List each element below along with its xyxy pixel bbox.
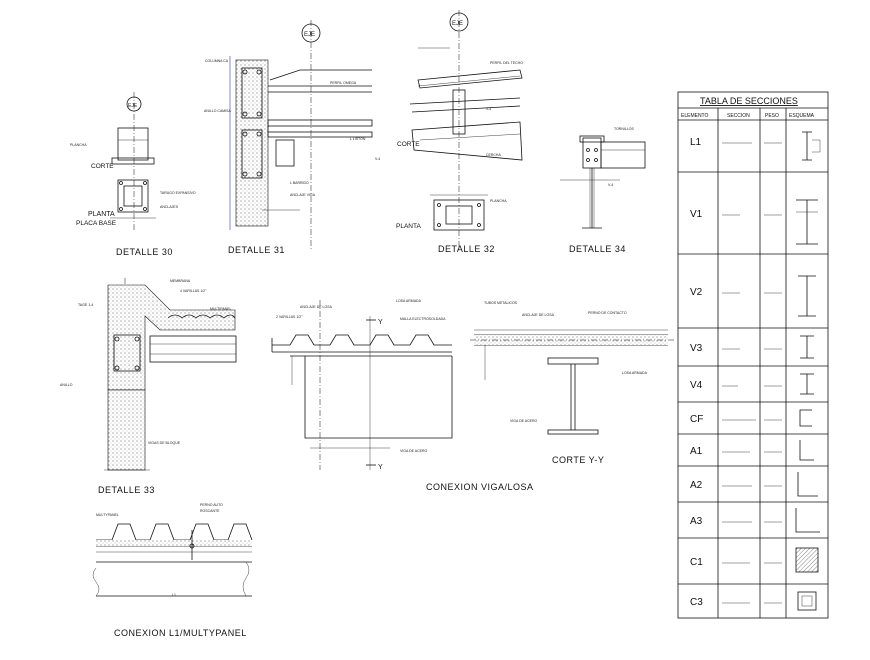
svg-text:ANILLO CAMISA: ANILLO CAMISA (204, 109, 232, 113)
section-mark-bottom: Y (378, 464, 383, 471)
detalle-32: EJE CORTE PLANTA PERFIL DEL TECHO V-4 CE… (396, 10, 523, 254)
section-sketch-v4 (800, 373, 814, 395)
svg-text:TARUGO EXPANSIVO: TARUGO EXPANSIVO (160, 191, 196, 195)
conexion-viga-losa: Y Y 2 VARILLAS 1/2" ANCLAJE DE LOSA LOSA… (271, 299, 534, 492)
svg-text:2 VARILLAS 1/2": 2 VARILLAS 1/2" (276, 315, 303, 319)
planta-label: PLANTA (396, 223, 421, 230)
svg-text:MULTYPANEL: MULTYPANEL (96, 513, 119, 517)
detalle-34-title: DETALLE 34 (569, 244, 626, 254)
axis-label: EJE (128, 103, 138, 109)
row-elemento: C1 (690, 557, 703, 568)
section-sketch-a1 (799, 440, 814, 461)
section-sketch-v2 (798, 275, 816, 317)
row-elemento: A2 (690, 480, 703, 491)
svg-text:ANILLO: ANILLO (60, 383, 73, 387)
svg-text:PERNO DE CONTACTO: PERNO DE CONTACTO (588, 311, 627, 315)
sections-table: TABLA DE SECCIONES ELEMENTO SECCION PESO… (677, 91, 829, 619)
svg-text:4 VARILLAS 1/2": 4 VARILLAS 1/2" (180, 289, 207, 293)
l1-multypanel-title: CONEXION L1/MULTYPANEL (114, 628, 247, 638)
section-sketch-c3 (797, 591, 817, 611)
svg-text:L LISTON: L LISTON (350, 137, 366, 141)
svg-text:TORNILLOS: TORNILLOS (614, 127, 634, 131)
svg-text:VIGA DE ACERO: VIGA DE ACERO (400, 449, 428, 453)
svg-text:PLANCHA: PLANCHA (490, 199, 507, 203)
corte-yy-title: CORTE Y-Y (552, 455, 604, 465)
corte-label: CORTE (397, 141, 420, 148)
svg-text:VIGA DE ACERO: VIGA DE ACERO (510, 419, 538, 423)
axis-label: EJE (452, 21, 463, 27)
row-elemento: V2 (690, 287, 703, 298)
header-esquema: ESQUEMA (789, 113, 815, 119)
svg-text:ANCLAJE DE LOSA: ANCLAJE DE LOSA (522, 313, 555, 317)
detalle-33: TAGE 1-4 MEMBRANA 4 VARILLAS 1/2" MULTIP… (60, 278, 237, 495)
svg-text:MALLA ELECTROSOLDADA: MALLA ELECTROSOLDADA (400, 317, 446, 321)
svg-text:V-4: V-4 (608, 183, 613, 187)
row-elemento: C3 (690, 597, 703, 608)
corte-label: CORTE (91, 163, 114, 170)
svg-text:TAGE 1-4: TAGE 1-4 (78, 303, 93, 307)
header-peso: PESO (765, 113, 779, 119)
svg-text:LOSA ARMADA: LOSA ARMADA (396, 299, 422, 303)
svg-text:PERFIL DEL TECHO: PERFIL DEL TECHO (490, 61, 523, 65)
detalle-30: EJE CORTE PLANTA PLACA BASE PLANCHA TARU… (70, 92, 196, 257)
axis-label: EJE (304, 32, 315, 38)
row-elemento: V4 (690, 380, 703, 391)
svg-text:ANCLAJE VIGA: ANCLAJE VIGA (290, 193, 316, 197)
row-elemento: CF (690, 414, 703, 425)
section-sketch-v3 (800, 335, 814, 359)
section-sketch-v1 (796, 199, 818, 245)
detalle-31-title: DETALLE 31 (228, 245, 285, 255)
svg-text:PERNO AUTO: PERNO AUTO (200, 503, 223, 507)
svg-text:COLUMNA CA: COLUMNA CA (205, 59, 229, 63)
concrete-node (107, 284, 236, 391)
svg-text:MULTIPANEL: MULTIPANEL (210, 307, 232, 311)
viga-losa-title: CONEXION VIGA/LOSA (426, 482, 534, 492)
svg-text:MEMBRANA: MEMBRANA (170, 279, 191, 283)
header-elemento: ELEMENTO (681, 113, 709, 119)
svg-text:V-4: V-4 (486, 107, 491, 111)
detalle-33-title: DETALLE 33 (98, 485, 155, 495)
planta-label: PLANTA (88, 211, 115, 218)
header-seccion: SECCION (727, 113, 750, 119)
table-title: TABLA DE SECCIONES (700, 96, 798, 106)
svg-text:TUBOS METALICOS: TUBOS METALICOS (484, 301, 518, 305)
svg-text:CERCHA: CERCHA (486, 153, 501, 157)
row-elemento: L1 (690, 137, 702, 148)
detalle-30-title: DETALLE 30 (116, 247, 173, 257)
section-sketch-c1 (795, 547, 819, 573)
svg-text:VIGAS DE BLOQUE: VIGAS DE BLOQUE (148, 441, 181, 445)
detalle-31: EJE COLUMNA CA ANILLO CAMISA L BARRIDO A… (204, 20, 380, 255)
svg-text:V-4: V-4 (375, 157, 380, 161)
row-elemento: A3 (690, 516, 703, 527)
section-mark-top: Y (378, 319, 383, 326)
row-elemento: V1 (690, 209, 703, 220)
svg-text:ROSCANTE: ROSCANTE (200, 509, 220, 513)
svg-text:PLANCHA: PLANCHA (70, 143, 87, 147)
corte-y-y: TUBOS METALICOS ANCLAJE DE LOSA PERNO DE… (470, 301, 676, 465)
section-sketch-l1 (802, 131, 821, 161)
row-elemento: A1 (690, 446, 703, 457)
svg-text:L BARRIDO: L BARRIDO (290, 181, 309, 185)
svg-text:L1: L1 (172, 593, 176, 597)
row-elemento: V3 (690, 343, 703, 354)
detalle-32-title: DETALLE 32 (438, 244, 495, 254)
detalle-34: TORNILLOS V-4 DETALLE 34 (560, 127, 646, 254)
svg-text:ANCLAJES: ANCLAJES (160, 205, 179, 209)
placa-base-label: PLACA BASE (76, 220, 117, 227)
svg-text:LOSA ARMADA: LOSA ARMADA (622, 371, 648, 375)
section-sketch-a2 (797, 472, 818, 497)
conexion-l1-multypanel: MULTYPANEL PERNO AUTO ROSCANTE L1 CONEXI… (92, 503, 253, 638)
svg-text:ANCLAJE DE LOSA: ANCLAJE DE LOSA (300, 305, 333, 309)
seccion-peso-text-marks (722, 142, 782, 604)
section-sketch-a3 (795, 508, 820, 533)
svg-text:PERFIL OMEGA: PERFIL OMEGA (330, 81, 357, 85)
section-sketch-cf (799, 409, 812, 427)
concrete-column (235, 59, 269, 227)
